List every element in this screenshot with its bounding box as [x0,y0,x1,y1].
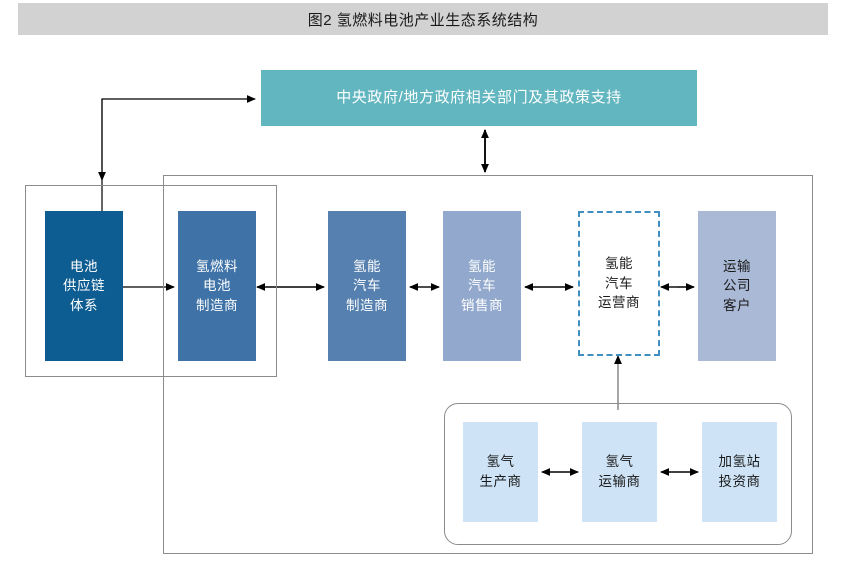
node-hydrogen-transporter-line-1: 氢气 [605,454,634,470]
node-hydrogen-transporter-line-2: 运输商 [598,474,641,489]
node-battery-supply-chain-line-1: 电池 [70,258,98,274]
node-hydrogen-producer-line-2: 生产商 [479,474,522,489]
node-fuel-cell-manufacturer-line-1: 氢燃料 [196,258,238,274]
node-government[interactable]: 中央政府/地方政府相关部门及其政策支持 [261,70,697,126]
node-battery-supply-chain-line-2: 供应链 [63,278,105,294]
node-hydrogen-station-investor-line-2: 投资商 [718,474,761,489]
title-band [18,3,828,35]
node-transport-company-customer[interactable]: 运输 公司 客户 [698,211,776,361]
node-fuel-cell-manufacturer-line-2: 电池 [203,278,231,294]
node-vehicle-manufacturer-line-2: 汽车 [353,278,381,294]
container-hydrogen-ecosystem [163,175,813,554]
node-transport-company-customer-line-3: 客户 [723,297,751,313]
node-vehicle-seller-line-3: 销售商 [461,297,503,313]
node-vehicle-operator-line-3: 运营商 [598,295,640,311]
node-vehicle-seller-line-2: 汽车 [468,278,496,294]
container-hydrogen-energy-group [444,403,792,545]
node-fuel-cell-manufacturer[interactable]: 氢燃料 电池 制造商 [178,211,256,361]
node-hydrogen-producer-line-1: 氢气 [486,454,515,470]
node-vehicle-manufacturer[interactable]: 氢能 汽车 制造商 [328,211,406,361]
node-vehicle-manufacturer-line-1: 氢能 [353,258,381,274]
node-vehicle-seller[interactable]: 氢能 汽车 销售商 [443,211,521,361]
node-vehicle-manufacturer-line-3: 制造商 [346,297,388,313]
node-hydrogen-producer[interactable]: 氢气 生产商 [463,422,538,522]
node-hydrogen-station-investor-line-1: 加氢站 [718,454,761,470]
node-fuel-cell-manufacturer-line-3: 制造商 [196,297,238,313]
node-vehicle-operator-line-1: 氢能 [605,256,633,272]
figure-title: 图2 氢燃料电池产业生态系统结构 [307,11,539,29]
node-battery-supply-chain[interactable]: 电池 供应链 体系 [45,211,123,361]
node-battery-supply-chain-line-3: 体系 [70,297,98,313]
node-hydrogen-transporter[interactable]: 氢气 运输商 [582,422,657,522]
node-vehicle-operator[interactable]: 氢能 汽车 运营商 [578,211,660,356]
node-transport-company-customer-line-1: 运输 [723,258,751,274]
node-hydrogen-station-investor[interactable]: 加氢站 投资商 [702,422,777,522]
node-government-line-1: 中央政府/地方政府相关部门及其政策支持 [336,89,622,107]
container-battery-supply-chain [25,185,277,377]
node-vehicle-seller-line-1: 氢能 [468,258,496,274]
node-transport-company-customer-line-2: 公司 [723,278,751,294]
node-vehicle-operator-line-2: 汽车 [605,275,633,291]
